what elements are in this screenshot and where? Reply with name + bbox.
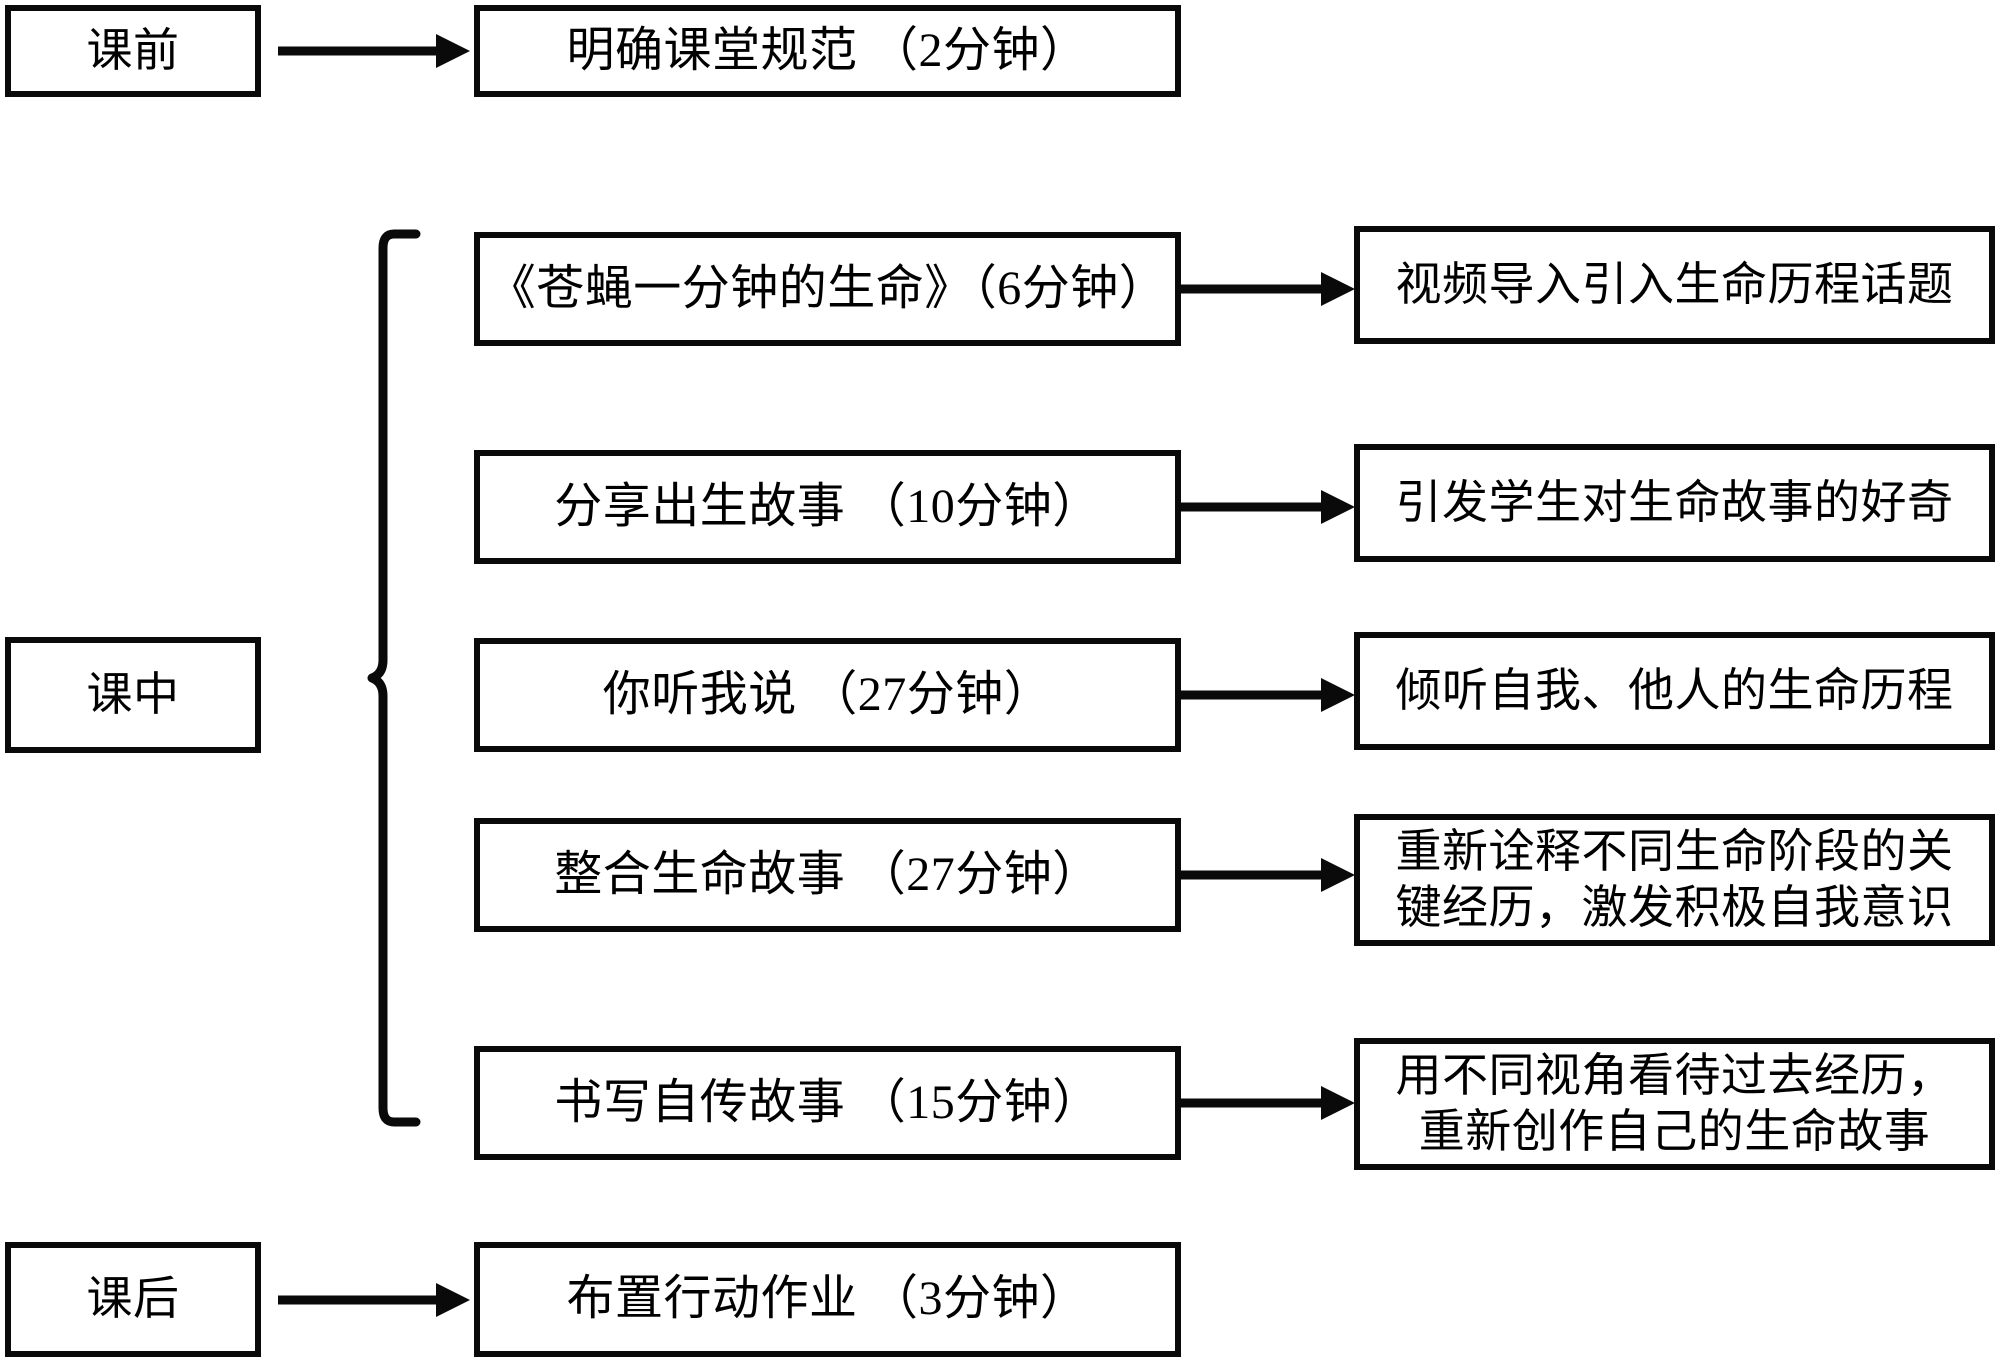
activity-box-3: 分享出生故事 （10分钟） [474, 450, 1181, 564]
arrow-after-to-activity [278, 1242, 473, 1357]
outcome-box-3: 引发学生对生命故事的好奇 [1354, 444, 1995, 562]
activity-box-2: 《苍蝇一分钟的生命》（6分钟） [474, 232, 1181, 346]
arrow-activity-3-to-outcome [1181, 450, 1357, 564]
activity-box-7: 布置行动作业 （3分钟） [474, 1242, 1181, 1357]
arrow-activity-4-to-outcome [1181, 638, 1357, 752]
phase-label-after: 课后 [5, 1242, 261, 1357]
grouping-brace [362, 228, 422, 1128]
arrow-before-to-activity [278, 5, 473, 97]
outcome-box-2: 视频导入引入生命历程话题 [1354, 226, 1995, 344]
activity-box-4: 你听我说 （27分钟） [474, 638, 1181, 752]
activity-box-1: 明确课堂规范 （2分钟） [474, 5, 1181, 97]
outcome-box-5: 重新诠释不同生命阶段的关 键经历，激发积极自我意识 [1354, 814, 1995, 946]
activity-box-6: 书写自传故事 （15分钟） [474, 1046, 1181, 1160]
arrow-activity-2-to-outcome [1181, 232, 1357, 346]
arrow-activity-6-to-outcome [1181, 1046, 1357, 1160]
arrow-activity-5-to-outcome [1181, 818, 1357, 932]
phase-label-during: 课中 [5, 637, 261, 753]
outcome-box-4: 倾听自我、他人的生命历程 [1354, 632, 1995, 750]
phase-label-before: 课前 [5, 5, 261, 97]
activity-box-5: 整合生命故事 （27分钟） [474, 818, 1181, 932]
outcome-box-6: 用不同视角看待过去经历， 重新创作自己的生命故事 [1354, 1038, 1995, 1170]
